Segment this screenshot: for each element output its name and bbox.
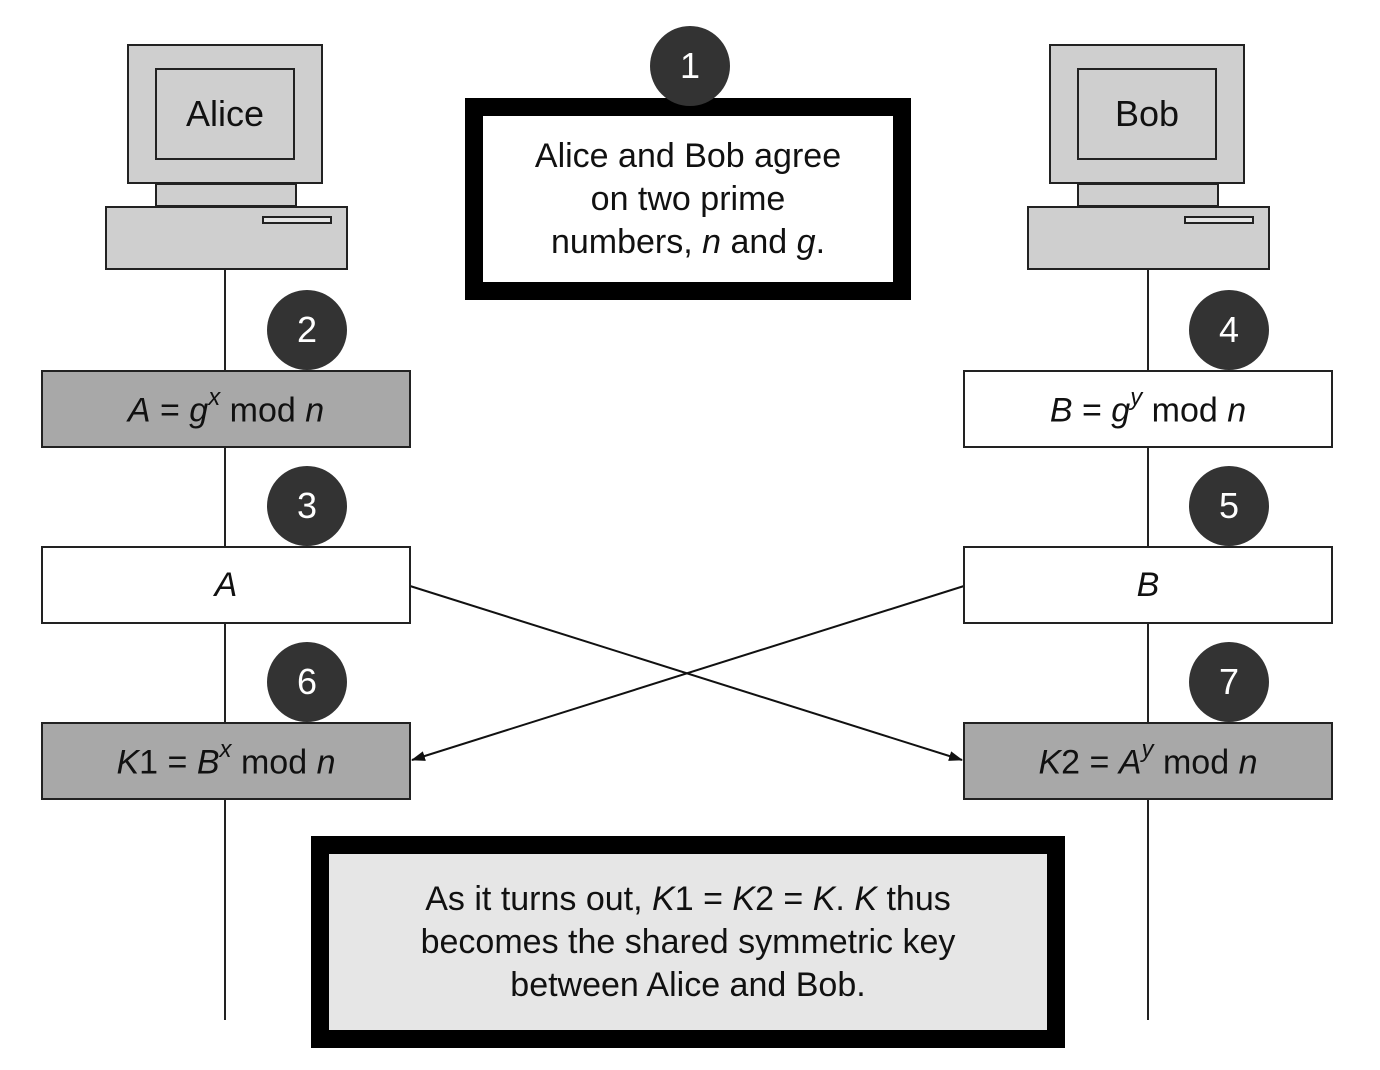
agreement-line-2: on two prime (590, 179, 786, 218)
bob-drive-slot (1184, 216, 1254, 224)
agreement-box: Alice and Bob agree on two prime numbers… (465, 98, 911, 300)
alice-system-unit (105, 206, 348, 270)
agreement-line-1: Alice and Bob agree (534, 136, 842, 175)
exp-y: y (1141, 735, 1154, 763)
bob-lifeline (1147, 268, 1149, 1020)
bob-key-formula: K2 = Ay mod n (1038, 736, 1258, 782)
alice-public-formula: A = gx mod n (127, 384, 325, 430)
mod-op: mod (231, 743, 317, 782)
result-line-1: As it turns out, K1 = K2 = K. K thus (425, 880, 950, 918)
bob-send-box: B (963, 546, 1333, 624)
alice-label: Alice (155, 68, 295, 160)
agreement-box-inner: Alice and Bob agree on two prime numbers… (483, 116, 893, 282)
alice-lifeline (224, 268, 226, 1020)
alice-send-value: A (214, 565, 238, 604)
agreement-line-3-and: and (721, 222, 797, 261)
alice-public-value-box: A = gx mod n (41, 370, 411, 448)
agreement-text: Alice and Bob agree on two prime numbers… (535, 135, 841, 264)
var-A: A (1118, 743, 1142, 782)
var-K: K (116, 743, 140, 782)
equals: = (773, 879, 813, 918)
var-n: n (1227, 391, 1247, 430)
key-index: 2 (1061, 743, 1081, 782)
var-B: B (1049, 391, 1073, 430)
mod-op: mod (1153, 743, 1239, 782)
bob-send-value: B (1136, 565, 1160, 604)
result-prefix: As it turns out, (425, 879, 653, 918)
var-B: B (196, 743, 220, 782)
bob-public-value-box: B = gy mod n (963, 370, 1333, 448)
agreement-line-3-prefix: numbers, (550, 222, 703, 261)
exp-y: y (1130, 383, 1143, 411)
equals: = (1072, 391, 1112, 430)
alice-computer-icon: Alice (105, 44, 350, 274)
key-index: 1 (674, 879, 694, 918)
arrow-b-to-alice (411, 585, 965, 761)
step-2-badge: 2 (267, 290, 347, 370)
step-1-badge: 1 (650, 26, 730, 106)
step-4-badge: 4 (1189, 290, 1269, 370)
var-g: g (796, 222, 816, 261)
mod-op: mod (220, 391, 306, 430)
equals: = (158, 743, 197, 782)
alice-drive-slot (262, 216, 332, 224)
var-K: K (854, 879, 878, 918)
var-K: K (732, 879, 756, 918)
period: . (835, 879, 855, 918)
alice-monitor: Alice (127, 44, 323, 184)
var-K: K (1038, 743, 1062, 782)
var-n: n (305, 391, 325, 430)
bob-key-box: K2 = Ay mod n (963, 722, 1333, 800)
result-line-3: between Alice and Bob. (510, 965, 866, 1004)
var-K: K (652, 879, 675, 918)
result-box-inner: As it turns out, K1 = K2 = K. K thus bec… (329, 854, 1047, 1030)
alice-key-box: K1 = Bx mod n (41, 722, 411, 800)
bob-system-unit (1027, 206, 1270, 270)
step-5-badge: 5 (1189, 466, 1269, 546)
step-7-badge: 7 (1189, 642, 1269, 722)
result-box: As it turns out, K1 = K2 = K. K thus bec… (311, 836, 1065, 1048)
equals: = (150, 391, 190, 430)
var-g: g (189, 391, 209, 430)
key-index: 2 (755, 879, 774, 918)
bob-monitor: Bob (1049, 44, 1245, 184)
var-n: n (1238, 743, 1258, 782)
key-index: 1 (139, 743, 159, 782)
alice-key-formula: K1 = Bx mod n (116, 736, 336, 782)
var-n: n (702, 222, 722, 261)
bob-label: Bob (1077, 68, 1217, 160)
equals: = (693, 879, 733, 918)
exp-x: x (208, 383, 221, 411)
result-line-2: becomes the shared symmetric key (420, 922, 956, 961)
agreement-line-3-period: . (815, 222, 826, 261)
equals: = (1080, 743, 1119, 782)
var-g: g (1111, 391, 1131, 430)
bob-public-formula: B = gy mod n (1049, 384, 1247, 430)
result-text: As it turns out, K1 = K2 = K. K thus bec… (421, 878, 956, 1007)
var-n: n (316, 743, 336, 782)
step-3-badge: 3 (267, 466, 347, 546)
step-6-badge: 6 (267, 642, 347, 722)
exp-x: x (219, 735, 232, 763)
alice-send-box: A (41, 546, 411, 624)
var-K: K (812, 879, 836, 918)
mod-op: mod (1142, 391, 1228, 430)
result-thus: thus (877, 879, 951, 918)
bob-computer-icon: Bob (1027, 44, 1272, 274)
var-A: A (127, 391, 151, 430)
